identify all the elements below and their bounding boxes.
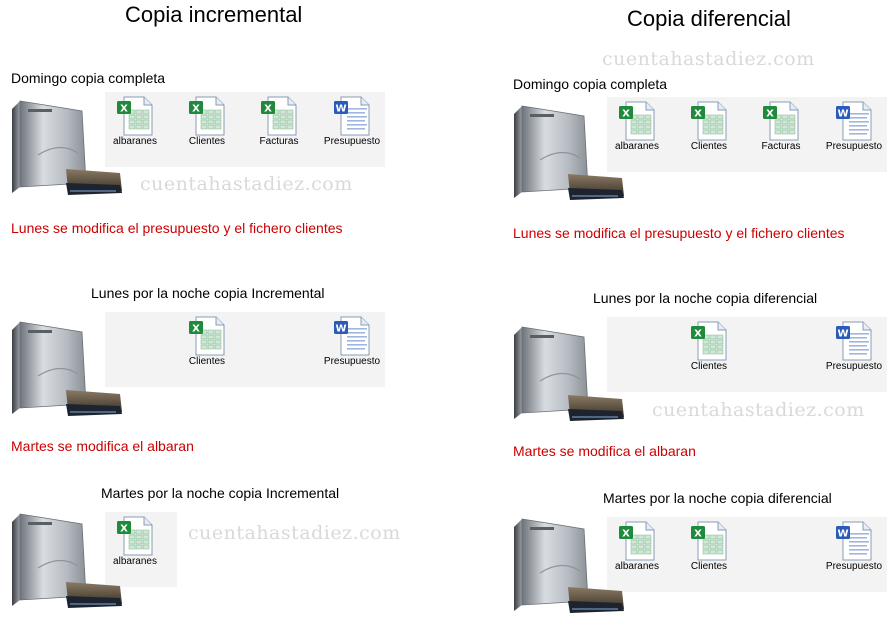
svg-text:W: W: [335, 324, 346, 335]
step-caption: Domingo copia completa: [11, 70, 166, 86]
word-file-icon: W Presupuesto: [820, 101, 888, 163]
svg-text:W: W: [335, 104, 346, 115]
file-name: Presupuesto: [825, 141, 883, 152]
svg-text:X: X: [120, 524, 128, 535]
svg-text:X: X: [120, 104, 128, 115]
svg-text:X: X: [622, 529, 630, 540]
svg-text:W: W: [837, 329, 848, 340]
word-file-icon: W Presupuesto: [820, 321, 888, 383]
change-note: Lunes se modifica el presupuesto y el fi…: [11, 220, 343, 236]
external-hard-drive-icon: [510, 100, 628, 212]
file-name: Clientes: [188, 356, 226, 367]
file-name: Presupuesto: [825, 561, 883, 572]
watermark: cuentahastadiez.com: [188, 522, 401, 544]
excel-file-icon: X albaranes: [101, 516, 169, 578]
file-name: Clientes: [690, 361, 728, 372]
svg-text:X: X: [694, 109, 702, 120]
file-name: Clientes: [690, 561, 728, 572]
external-hard-drive-icon: [510, 513, 628, 625]
excel-file-icon: X albaranes: [603, 521, 671, 583]
step-caption: Martes por la noche copia Incremental: [101, 485, 340, 501]
svg-text:X: X: [264, 104, 272, 115]
word-file-icon: W Presupuesto: [318, 96, 386, 158]
step-caption: Martes por la noche copia diferencial: [603, 490, 832, 506]
step-caption: Domingo copia completa: [513, 76, 668, 92]
word-file-icon: W Presupuesto: [318, 316, 386, 378]
file-name: albaranes: [113, 556, 157, 567]
external-hard-drive-icon: [8, 95, 126, 207]
change-note: Martes se modifica el albaran: [513, 443, 696, 459]
watermark: cuentahastadiez.com: [652, 399, 865, 421]
file-name: albaranes: [615, 141, 659, 152]
excel-file-icon: X albaranes: [101, 96, 169, 158]
svg-text:X: X: [766, 109, 774, 120]
svg-text:X: X: [694, 329, 702, 340]
external-hard-drive-icon: [510, 321, 628, 433]
right-title: Copia diferencial: [627, 6, 791, 31]
svg-text:W: W: [837, 109, 848, 120]
word-file-icon: W Presupuesto: [820, 521, 888, 583]
svg-text:X: X: [622, 109, 630, 120]
excel-file-icon: X albaranes: [603, 101, 671, 163]
excel-file-icon: X Clientes: [173, 316, 241, 378]
svg-text:W: W: [837, 529, 848, 540]
step-caption: Lunes por la noche copia diferencial: [593, 290, 818, 306]
watermark: cuentahastadiez.com: [602, 48, 815, 70]
svg-text:X: X: [192, 104, 200, 115]
change-note: Martes se modifica el albaran: [11, 438, 194, 454]
left-title: Copia incremental: [125, 2, 303, 27]
excel-file-icon: X Clientes: [675, 321, 743, 383]
svg-text:X: X: [192, 324, 200, 335]
file-name: albaranes: [113, 136, 157, 147]
excel-file-icon: X Clientes: [675, 521, 743, 583]
file-name: Facturas: [761, 141, 801, 152]
file-name: Presupuesto: [323, 136, 381, 147]
excel-file-icon: X Clientes: [675, 101, 743, 163]
excel-file-icon: X Facturas: [245, 96, 313, 158]
file-name: Clientes: [690, 141, 728, 152]
excel-file-icon: X Facturas: [747, 101, 815, 163]
svg-text:X: X: [694, 529, 702, 540]
external-hard-drive-icon: [8, 508, 126, 620]
file-name: Presupuesto: [323, 356, 381, 367]
change-note: Lunes se modifica el presupuesto y el fi…: [513, 225, 845, 241]
file-name: Facturas: [259, 136, 299, 147]
step-caption: Lunes por la noche copia Incremental: [91, 285, 325, 301]
file-name: Presupuesto: [825, 361, 883, 372]
watermark: cuentahastadiez.com: [140, 173, 353, 195]
file-name: Clientes: [188, 136, 226, 147]
external-hard-drive-icon: [8, 316, 126, 428]
excel-file-icon: X Clientes: [173, 96, 241, 158]
file-name: albaranes: [615, 561, 659, 572]
